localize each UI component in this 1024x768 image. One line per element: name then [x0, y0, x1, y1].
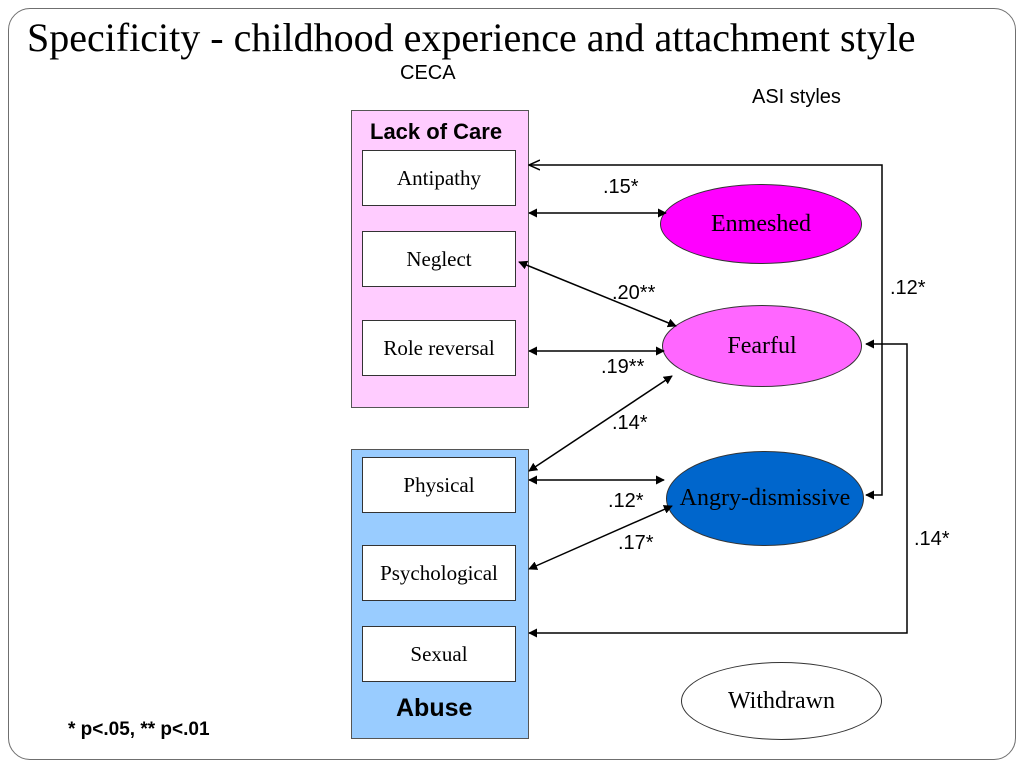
coef-antipathy-enmeshed: .15*	[603, 176, 639, 198]
slide-title: Specificity - childhood experience and a…	[27, 15, 916, 60]
abuse-title: Abuse	[396, 694, 473, 722]
coef-neglect-fearful: .20**	[612, 282, 656, 304]
coef-angry-antipathy: .12*	[890, 277, 926, 299]
arrow-angry-antipathy	[529, 165, 883, 495]
coef-physical-angry: .12*	[608, 490, 644, 512]
asi-styles-header: ASI styles	[752, 86, 841, 108]
lack-of-care-title: Lack of Care	[370, 119, 503, 144]
neglect-box: Neglect	[362, 231, 516, 287]
arrow-physical-fearful	[528, 375, 673, 472]
slide-frame	[8, 8, 1016, 760]
significance-footnote: * p<.05, ** p<.01	[68, 719, 210, 740]
withdrawn-node: Withdrawn	[681, 662, 882, 740]
coef-psychological-angry: .17*	[618, 532, 654, 554]
psychological-box: Psychological	[362, 545, 516, 601]
role-reversal-box: Role reversal	[362, 320, 516, 376]
coef-sexual-fearful: .14*	[914, 528, 950, 550]
sexual-box: Sexual	[362, 626, 516, 682]
antipathy-box: Antipathy	[362, 150, 516, 206]
ceca-header: CECA	[400, 62, 456, 84]
arrow-sexual-fearful	[528, 339, 908, 638]
coef-physical-fearful: .14*	[612, 412, 648, 434]
coef-rolereversal-fearful: .19**	[601, 356, 645, 378]
physical-box: Physical	[362, 457, 516, 513]
